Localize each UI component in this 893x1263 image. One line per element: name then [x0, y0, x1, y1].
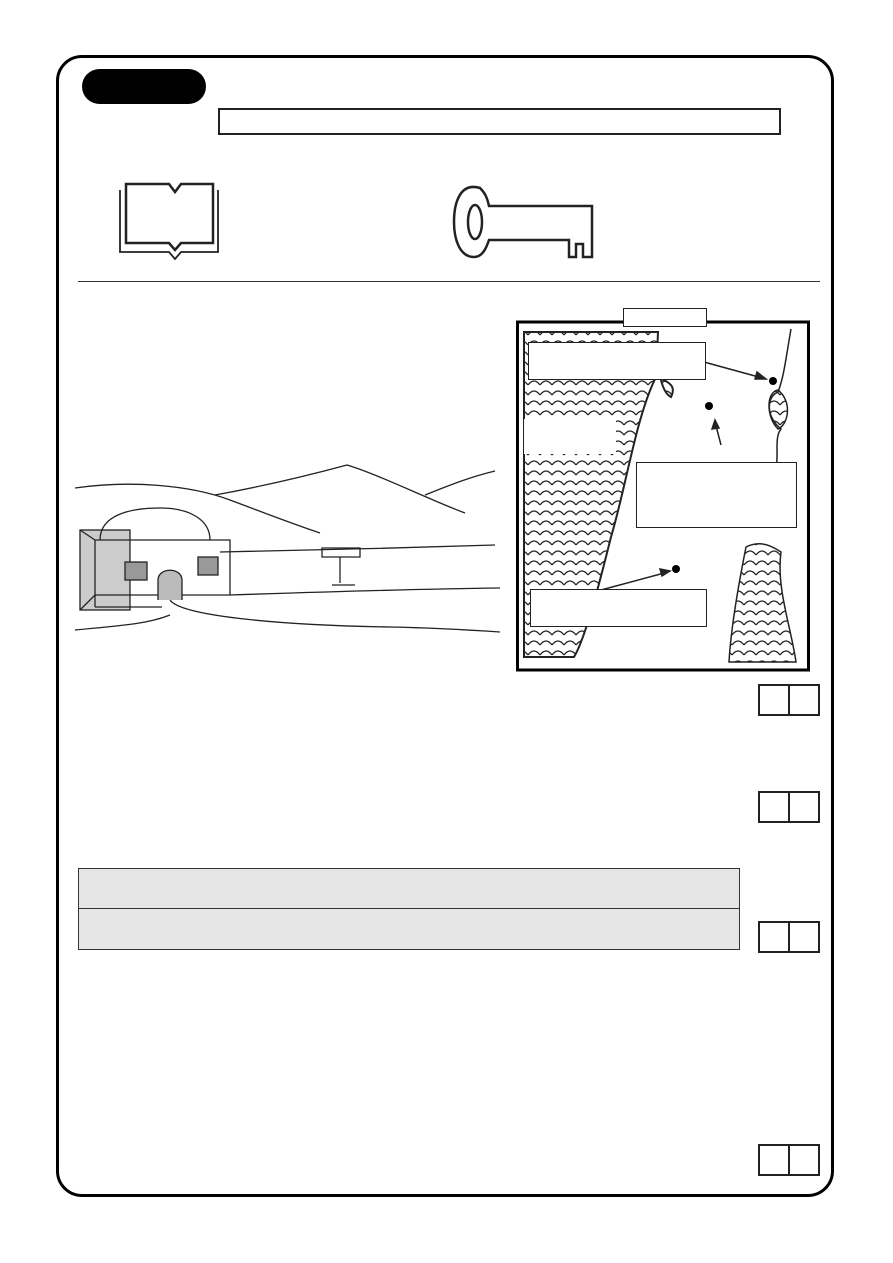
mark-box: [758, 921, 820, 953]
answer-table: [78, 868, 740, 950]
map-callout-2: [636, 462, 797, 528]
divider: [78, 281, 820, 282]
answer-row[interactable]: [79, 909, 739, 949]
map-callout-1: [528, 342, 706, 380]
key-icon: [452, 185, 594, 259]
section-badge: [82, 69, 206, 104]
mark-box: [758, 1144, 820, 1176]
village-scene-illustration: [74, 464, 500, 633]
mark-box: [758, 791, 820, 823]
worksheet-frame: [56, 55, 834, 1197]
mark-box: [758, 684, 820, 716]
title-box: [218, 108, 781, 135]
answer-row[interactable]: [79, 869, 739, 909]
map-callout-3: [530, 589, 707, 627]
open-book-icon: [119, 182, 219, 260]
map-label-box: [623, 308, 707, 327]
